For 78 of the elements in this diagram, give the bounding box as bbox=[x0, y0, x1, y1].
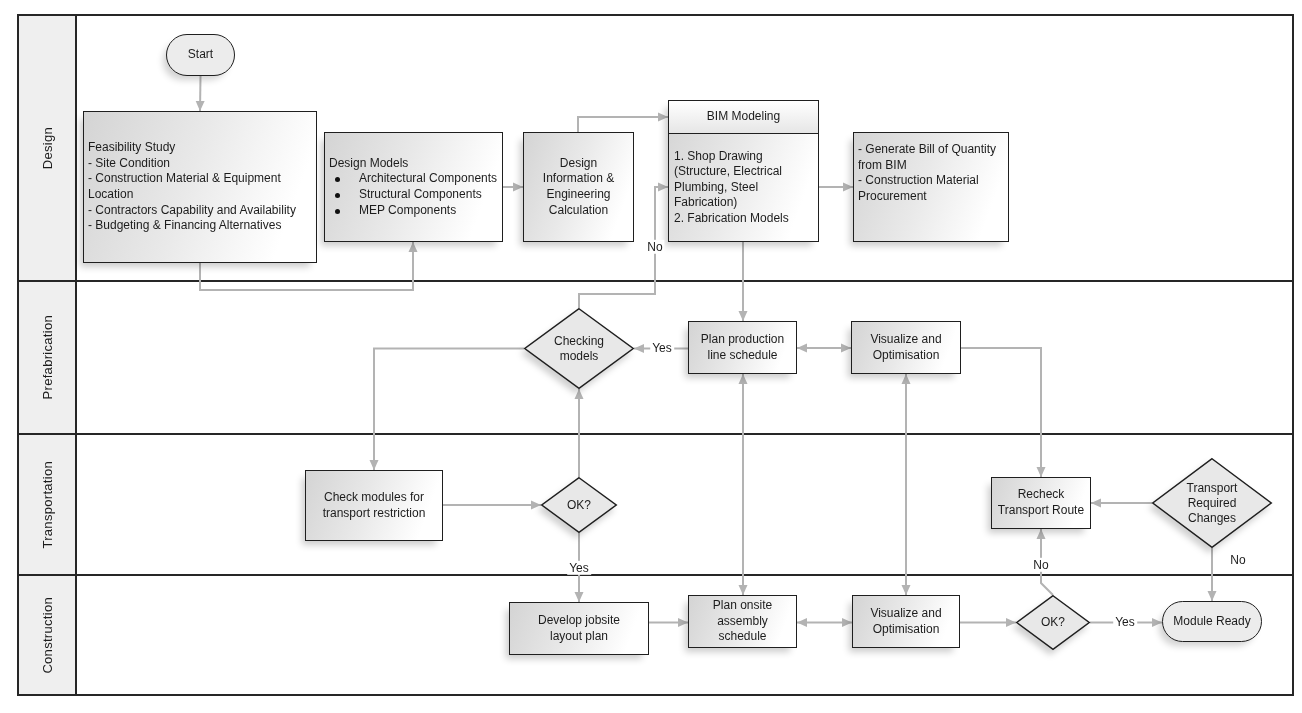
flow-arrow bbox=[1090, 498, 1153, 508]
lane-title: Prefabrication bbox=[39, 315, 55, 400]
flow-arrow bbox=[195, 75, 205, 112]
flow-arrow bbox=[369, 347, 525, 471]
decision-label: Transport Required Changes bbox=[1185, 480, 1239, 526]
list-item: MEP Components bbox=[359, 202, 457, 219]
list-item: - Construction Material & Equipment Location bbox=[88, 171, 282, 203]
list-item: 2. Fabrication Models bbox=[674, 210, 790, 227]
process-box bbox=[688, 595, 797, 648]
process-label: Visualize and Optimisation bbox=[869, 605, 943, 638]
terminal-label: Module Ready bbox=[1173, 613, 1251, 630]
list-item: Architectural Components bbox=[359, 171, 498, 187]
flow-arrow bbox=[574, 532, 584, 603]
list-item: 1. Shop Drawing (Structure, Electrical Plumbing, Steel Fabrication) bbox=[674, 148, 784, 211]
lane-title: Transportation bbox=[39, 460, 55, 549]
process-box bbox=[991, 477, 1091, 529]
process-box bbox=[852, 595, 960, 648]
flow-arrow bbox=[901, 373, 911, 596]
lane-title: Construction bbox=[39, 596, 55, 674]
list-item: - Site Condition bbox=[88, 155, 172, 172]
swimlane bbox=[17, 280, 1294, 435]
swimlane bbox=[17, 14, 1294, 282]
swimlane bbox=[17, 433, 1294, 576]
edge-label: Yes bbox=[567, 560, 591, 576]
terminal-label: Start bbox=[187, 47, 214, 63]
process-label: Plan production line schedule bbox=[699, 331, 786, 364]
flow-arrow bbox=[199, 241, 418, 291]
process-box bbox=[668, 100, 819, 242]
flow-arrow bbox=[574, 388, 584, 478]
flow-arrow bbox=[578, 182, 669, 309]
box-heading: Feasibility Study bbox=[88, 140, 177, 156]
process-box bbox=[324, 132, 503, 242]
flow-arrow bbox=[960, 347, 1046, 478]
flow-arrow bbox=[1207, 547, 1217, 602]
flow-arrow bbox=[959, 618, 1017, 627]
process-box bbox=[688, 321, 797, 374]
terminal-shape bbox=[1162, 601, 1262, 642]
flow-arrow bbox=[648, 618, 689, 627]
process-label: Design Information & Engineering Calculation bbox=[541, 155, 616, 219]
flow-arrow bbox=[738, 373, 748, 596]
decision-label: Checking models bbox=[553, 333, 605, 364]
decision-diamond bbox=[524, 308, 634, 389]
edge-label: No bbox=[645, 239, 665, 255]
lane-title: Design bbox=[39, 126, 55, 170]
process-label: Recheck Transport Route bbox=[996, 487, 1086, 519]
list-item: - Construction Material Procurement bbox=[858, 173, 980, 205]
process-box bbox=[523, 132, 634, 242]
edge-label: No bbox=[1031, 557, 1051, 573]
flow-arrow bbox=[796, 618, 853, 627]
list-item: - Contractors Capability and Availability bbox=[88, 202, 297, 219]
process-label: Visualize and Optimisation bbox=[869, 331, 943, 364]
decision-label: OK? bbox=[567, 497, 591, 513]
process-box bbox=[305, 470, 443, 541]
decision-diamond bbox=[1152, 458, 1272, 548]
box-heading: BIM Modeling bbox=[706, 109, 781, 125]
list-item: Structural Components bbox=[359, 187, 482, 203]
flow-arrow bbox=[502, 182, 524, 192]
list-item: - Budgeting & Financing Alternatives bbox=[88, 218, 283, 234]
decision-diamond bbox=[1016, 595, 1090, 650]
decision-diamond bbox=[541, 477, 617, 533]
box-heading: Design Models bbox=[329, 155, 410, 172]
flow-arrow bbox=[818, 182, 854, 192]
process-box bbox=[509, 602, 649, 655]
flow-arrow bbox=[1036, 528, 1054, 596]
process-label: Plan onsite assembly schedule bbox=[711, 598, 774, 645]
flow-arrow bbox=[796, 343, 852, 353]
decision-label: OK? bbox=[1041, 615, 1065, 630]
process-label: Check modules for transport restriction bbox=[321, 489, 427, 522]
terminal-shape bbox=[166, 34, 235, 76]
flow-arrow bbox=[577, 112, 669, 133]
process-box bbox=[851, 321, 961, 374]
process-label: Develop jobsite layout plan bbox=[536, 612, 622, 645]
list-item: - Generate Bill of Quantity from BIM bbox=[858, 142, 998, 174]
flow-arrow bbox=[442, 500, 542, 510]
process-box bbox=[83, 111, 317, 263]
flow-arrow bbox=[738, 241, 748, 322]
process-box bbox=[853, 132, 1009, 242]
swimlane bbox=[17, 574, 1294, 696]
